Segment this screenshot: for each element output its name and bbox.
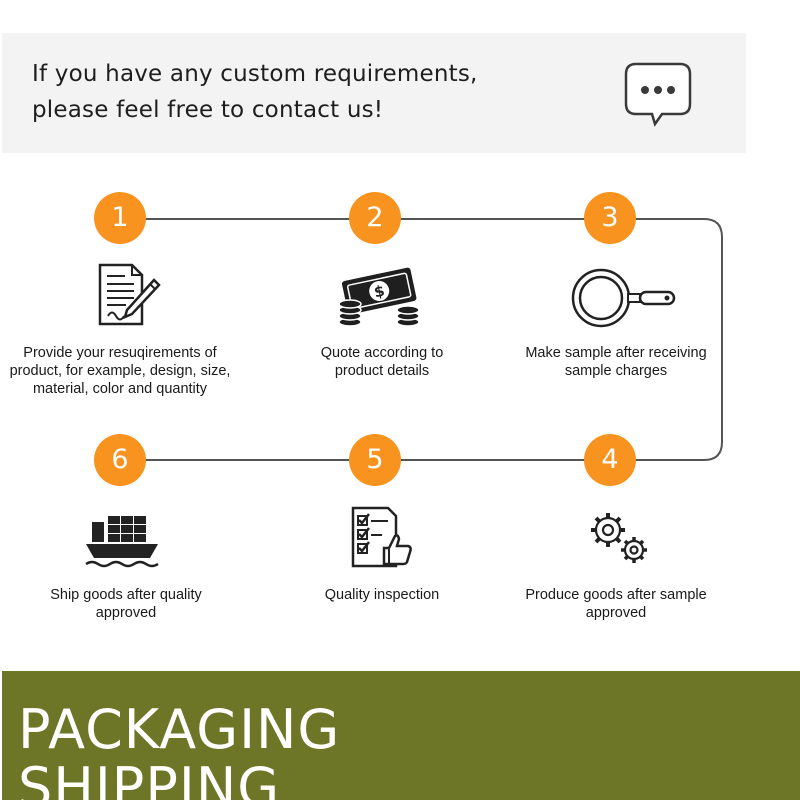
step-5-caption-line-1: Quality inspection — [324, 587, 440, 603]
contact-banner — [2, 33, 746, 153]
step-3-badge: 3 — [584, 192, 636, 244]
process-connector-line — [120, 218, 723, 461]
step-1-caption-line-2: product, for example, design, size, — [9, 363, 231, 379]
step-4-caption: Produce goods after sample approved — [486, 586, 746, 622]
step-5-badge: 5 — [349, 434, 401, 486]
document-signature-icon — [96, 262, 162, 333]
contact-line-1: If you have any custom requirements, — [32, 61, 478, 87]
step-3-caption: Make sample after receiving sample charg… — [486, 344, 746, 380]
step-6-caption: Ship goods after quality approved — [0, 586, 256, 622]
step-6-badge: 6 — [94, 434, 146, 486]
svg-text:$: $ — [372, 282, 386, 302]
step-4-caption-line-1: Produce goods after sample — [525, 587, 707, 603]
cargo-ship-icon — [84, 508, 160, 577]
contact-message: If you have any custom requirements, ple… — [32, 56, 592, 128]
step-2-caption: Quote according to product details — [252, 344, 512, 380]
checklist-thumbs-up-icon — [350, 506, 414, 575]
money-coins-icon: $ — [336, 266, 422, 331]
step-2-badge: 2 — [349, 192, 401, 244]
section-title-line-1: PACKAGING — [18, 698, 341, 761]
step-1-caption-line-3: material, color and quantity — [32, 381, 208, 397]
packaging-shipping-section: PACKAGING SHIPPING — [2, 671, 800, 800]
step-1-caption-line-1: Provide your resuqirements of — [23, 345, 217, 361]
step-1-badge: 1 — [94, 192, 146, 244]
frying-pan-icon — [570, 268, 680, 333]
step-5-caption: Quality inspection — [252, 586, 512, 604]
step-4-badge: 4 — [584, 434, 636, 486]
step-4-caption-line-2: approved — [585, 605, 647, 621]
step-6-caption-line-1: Ship goods after quality — [50, 587, 202, 603]
step-1-caption: Provide your resuqirements of product, f… — [0, 344, 250, 398]
gears-icon — [586, 508, 652, 573]
section-title: PACKAGING SHIPPING — [18, 701, 340, 800]
process-flow: 1 Provide your resuqirements of product,… — [0, 192, 746, 622]
step-2-caption-line-1: Quote according to — [320, 345, 444, 361]
chat-bubble-icon[interactable] — [622, 60, 694, 128]
step-2-caption-line-2: product details — [334, 363, 430, 379]
section-title-line-2: SHIPPING — [18, 756, 281, 800]
step-3-caption-line-2: sample charges — [564, 363, 668, 379]
step-3-caption-line-1: Make sample after receiving — [525, 345, 707, 361]
step-6-caption-line-2: approved — [95, 605, 157, 621]
contact-line-2: please feel free to contact us! — [32, 97, 384, 123]
